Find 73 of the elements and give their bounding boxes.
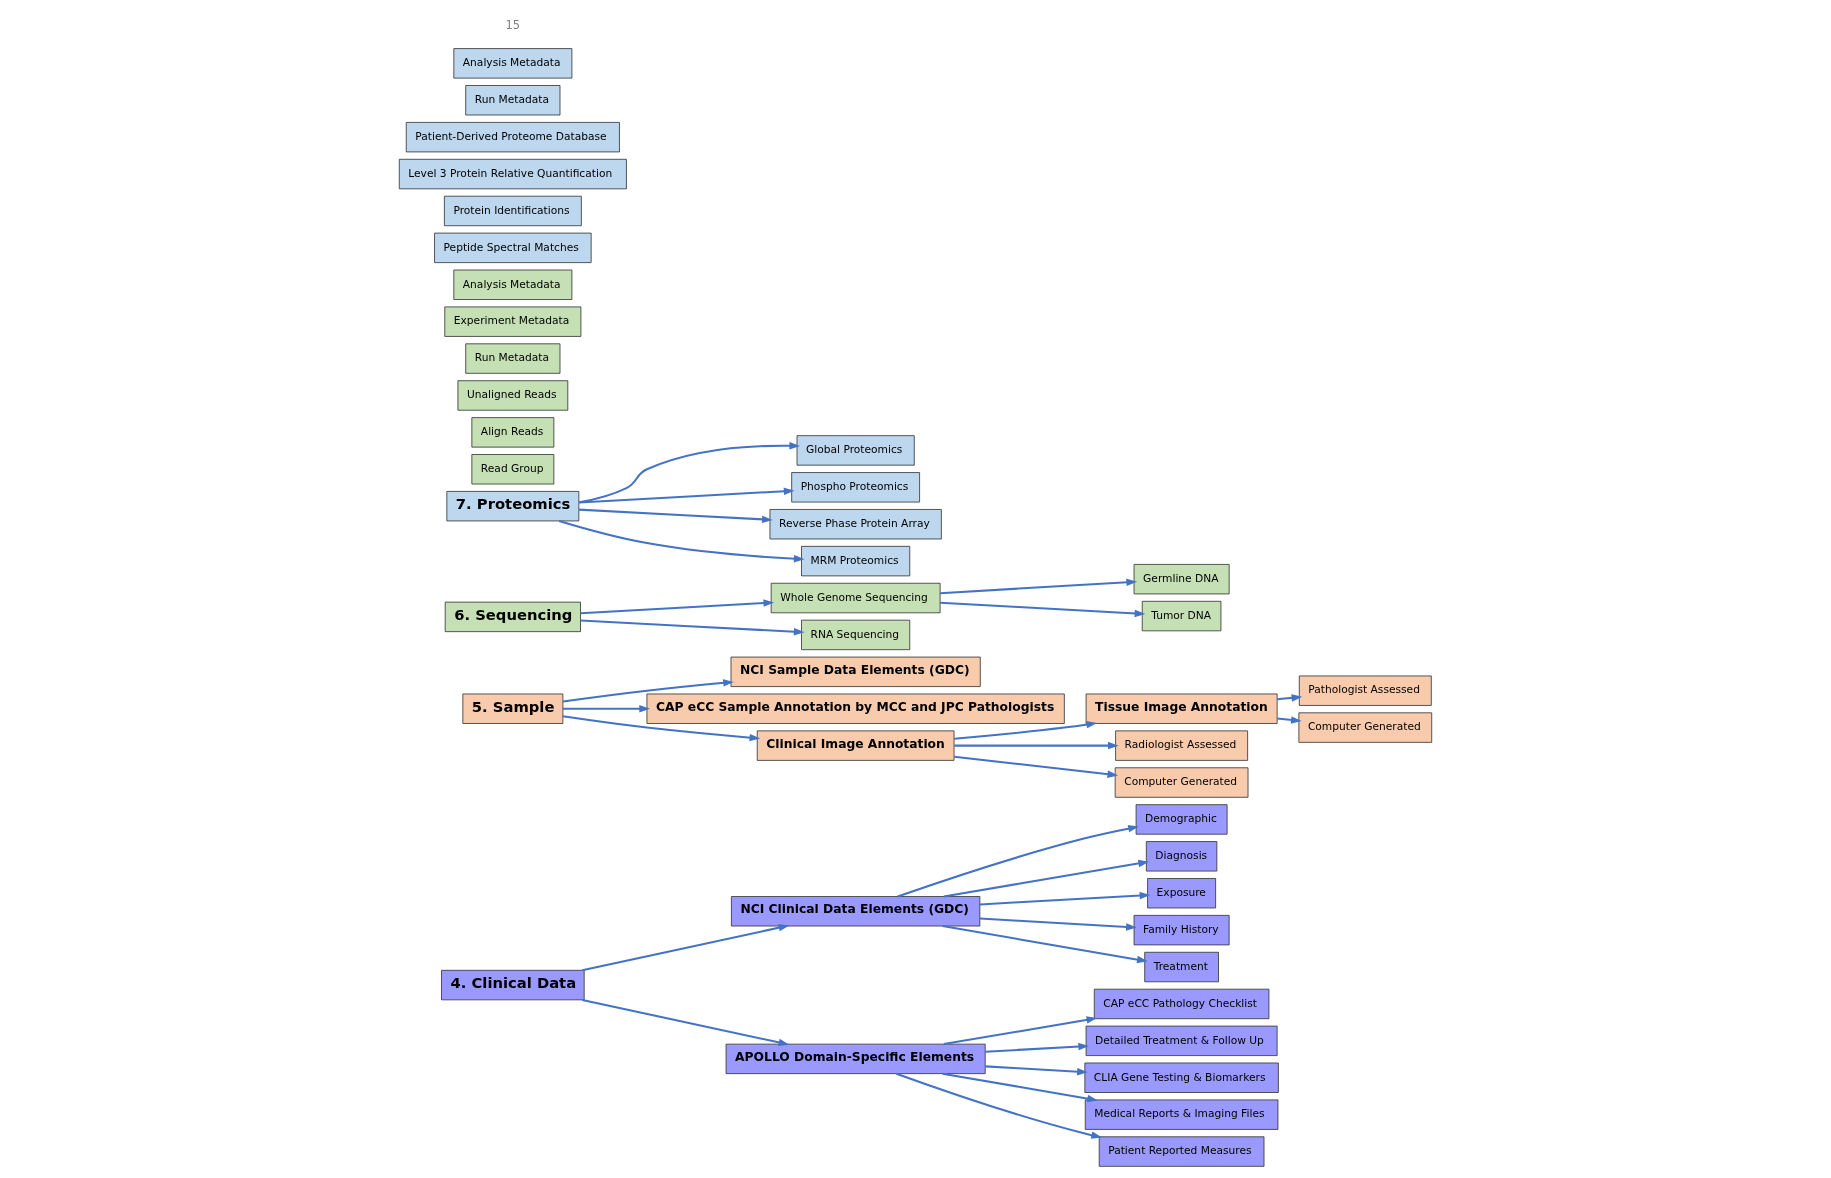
arrow [582,998,790,1047]
arrow [580,599,775,615]
arrow [582,924,790,972]
node-box: MRM Proteomics [801,545,911,577]
arrow [579,487,795,504]
node-box: Level 3 Protein Relative Quantification [398,158,627,190]
node-box: Tumor DNA [1141,600,1222,632]
node-box: Whole Genome Sequencing [770,582,941,614]
node-box: Experiment Metadata [444,306,582,337]
arrow [985,1042,1090,1053]
node-box: Family History [1133,914,1230,946]
node-box: CAP eCC Sample Annotation by MCC and JPC Pathologists [646,693,1065,724]
arrow [580,619,805,636]
node-box: Patient-Derived Proteome Database [405,122,620,153]
node-box: Computer Generated [1114,767,1249,798]
node-box: CAP eCC Pathology Checklist [1093,988,1270,1020]
arrow [1277,716,1302,724]
node-box: Global Proteomics [796,435,915,466]
node-box: Tissue Image Annotation [1085,693,1278,724]
node-box: Align Reads [471,417,555,448]
node-box: Germline DNA [1133,564,1230,595]
arrow [942,925,1148,964]
arrow [979,917,1137,931]
node-box: Clinical Image Annotation [756,730,955,761]
node-box: Radiologist Assessed [1115,730,1249,761]
arrow [954,741,1119,750]
node-box: Read Group [471,454,555,485]
arrow [896,1072,1102,1139]
node-box: Analysis Metadata [453,48,573,79]
arrow [942,1072,1098,1103]
node-box: Exposure [1147,878,1217,909]
arrow [579,442,801,504]
node-box: 6. Sequencing [444,601,581,633]
arrow [954,720,1098,740]
node-box: NCI Sample Data Elements (GDC) [730,656,981,687]
node-box: Protein Identifications [443,195,582,227]
node-box: APOLLO Domain-Specific Elements [725,1043,986,1075]
node-box: Computer Generated [1298,712,1433,743]
arrow [558,520,805,563]
arrow [943,1016,1098,1046]
arrow [562,705,650,713]
node-box: Run Metadata [465,85,561,116]
arrow [954,755,1119,778]
arrow [579,508,773,524]
node-box: Pathologist Assessed [1298,675,1432,706]
node-box: NCI Clinical Data Elements (GDC) [731,896,981,927]
arrow [940,601,1146,618]
node-box: 7. Proteomics [446,491,580,522]
node-box: Patient Reported Measures [1098,1136,1265,1167]
arrow [979,891,1151,906]
node-box: 5. Sample [462,693,564,724]
arrow [943,859,1150,898]
node-box: Analysis Metadata [453,269,573,300]
node-box: Treatment [1144,951,1219,983]
node-box: Unaligned Reads [457,380,569,411]
node-box: Peptide Spectral Matches [434,232,592,264]
node-box: 4. Clinical Data [441,969,585,1001]
node-box: Demographic [1135,804,1228,835]
node-box: Run Metadata [465,343,561,374]
node-box: Phospho Proteomics [791,472,920,503]
node-box: Diagnosis [1145,841,1218,872]
arrow [1277,694,1303,702]
node-box: Reverse Phase Protein Array [769,509,942,540]
node-box: CLIA Gene Testing & Biomarkers [1084,1062,1279,1093]
node-box: Medical Reports & Imaging Files [1084,1099,1279,1130]
arrow [940,578,1138,595]
arrow [562,715,761,742]
arrow [897,824,1139,898]
label: 15 [505,18,521,33]
arrow [985,1065,1088,1076]
node-box: RNA Sequencing [801,619,911,651]
arrow [562,679,734,703]
node-box: Detailed Treatment & Follow Up [1085,1025,1278,1056]
